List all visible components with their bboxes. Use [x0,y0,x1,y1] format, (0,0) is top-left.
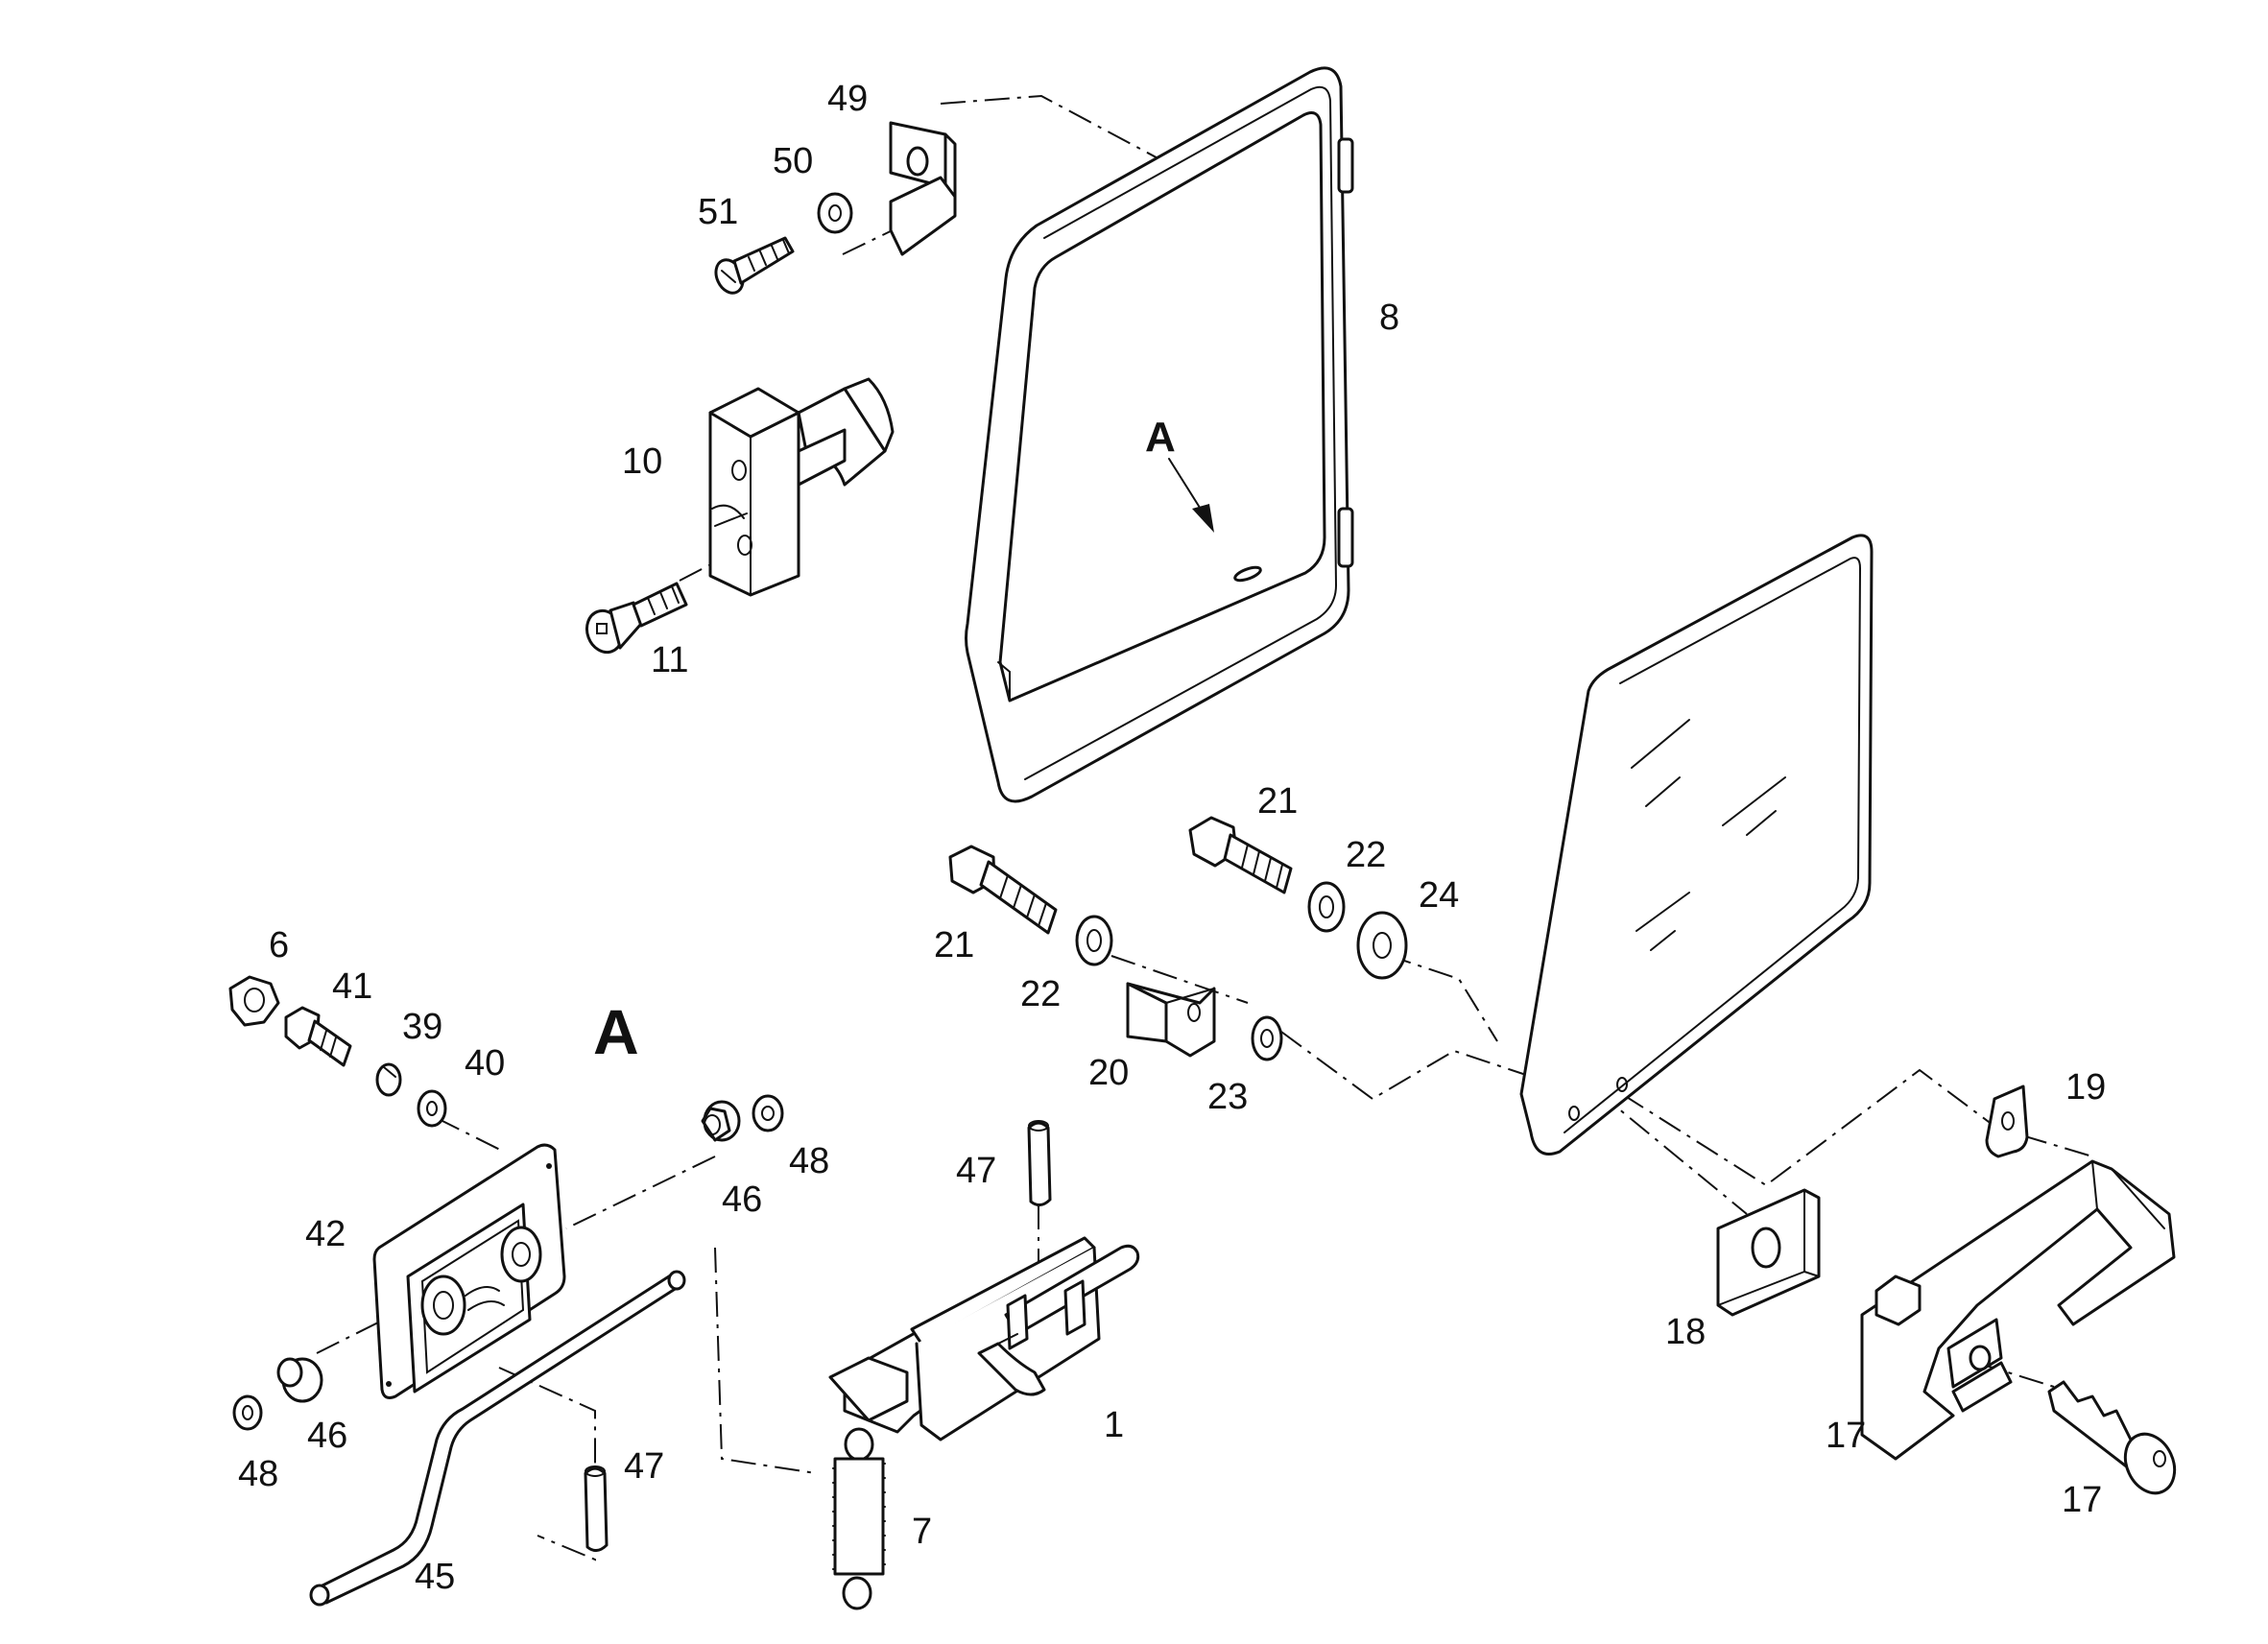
callout-46-upper: 46 [722,1179,762,1220]
washer-22-upper [1307,881,1346,933]
washer-50 [817,192,853,234]
callout-47-lower: 47 [624,1446,664,1487]
callout-8: 8 [1379,298,1399,338]
screw-11 [585,582,688,655]
latch-10 [708,377,895,597]
callout-17-key: 17 [2062,1480,2102,1520]
callout-47-upper: 47 [956,1151,996,1191]
callout-17-handle: 17 [1826,1416,1866,1456]
spacer-block-20 [1126,982,1216,1058]
spring-7 [832,1427,886,1610]
callout-23: 23 [1207,1077,1248,1117]
callout-21-upper: 21 [1257,781,1298,822]
gasket-18 [1716,1188,1821,1317]
key-pad-19 [1985,1084,2029,1158]
callout-6: 6 [269,925,289,965]
callout-39: 39 [402,1007,442,1047]
callout-20: 20 [1088,1053,1129,1093]
callout-48-upper: 48 [789,1141,829,1181]
callout-21-lower: 21 [934,925,974,965]
washer-48-lower [232,1394,263,1431]
key-17 [2047,1380,2177,1495]
washer-48-upper [752,1094,784,1132]
detail-marker-arrowhead [1192,504,1214,533]
callout-50: 50 [773,141,813,181]
callout-labels: 49 50 51 8 10 11 21 22 24 21 22 20 23 6 … [238,79,2106,1597]
detail-marker-on-door: A [1145,414,1176,461]
callout-1: 1 [1104,1405,1124,1445]
bracket-49 [889,121,957,256]
rod-45 [309,1270,686,1607]
bolt-21-lower [948,845,1058,935]
callout-48-lower: 48 [238,1454,278,1494]
bushing-46-upper [701,1100,741,1142]
callout-49: 49 [827,79,868,119]
callout-46-lower: 46 [307,1416,347,1456]
bolt-41 [284,1006,352,1067]
callout-41: 41 [332,966,372,1007]
callout-11: 11 [651,640,688,680]
nut-6 [228,975,280,1027]
callout-7: 7 [912,1512,932,1552]
washer-24 [1356,911,1408,980]
bolt-21-upper [1188,816,1293,894]
callout-19: 19 [2065,1067,2106,1108]
callout-10: 10 [622,441,662,482]
callout-24: 24 [1419,875,1459,916]
handle-17 [1860,1159,2176,1461]
washer-23 [1251,1015,1283,1061]
screw-51 [714,236,795,295]
lockwasher-39 [375,1062,402,1097]
callout-40: 40 [465,1043,505,1084]
detail-view-label: A [593,996,639,1067]
washer-40 [417,1089,447,1128]
door-frame [965,66,1354,803]
callout-22-lower: 22 [1020,974,1061,1014]
callout-42: 42 [305,1214,346,1254]
bushing-46-lower [276,1357,323,1403]
callout-22-upper: 22 [1346,835,1386,875]
callout-51: 51 [698,192,738,232]
window-pane [1519,534,1874,1156]
handle-bracket-1 [828,1236,1140,1441]
lock-plate-42 [372,1143,566,1399]
pin-47-upper [1027,1120,1052,1206]
washer-22-lower [1075,915,1113,966]
callout-18: 18 [1665,1312,1706,1352]
callout-45: 45 [415,1557,455,1597]
pin-47-lower [584,1465,609,1552]
